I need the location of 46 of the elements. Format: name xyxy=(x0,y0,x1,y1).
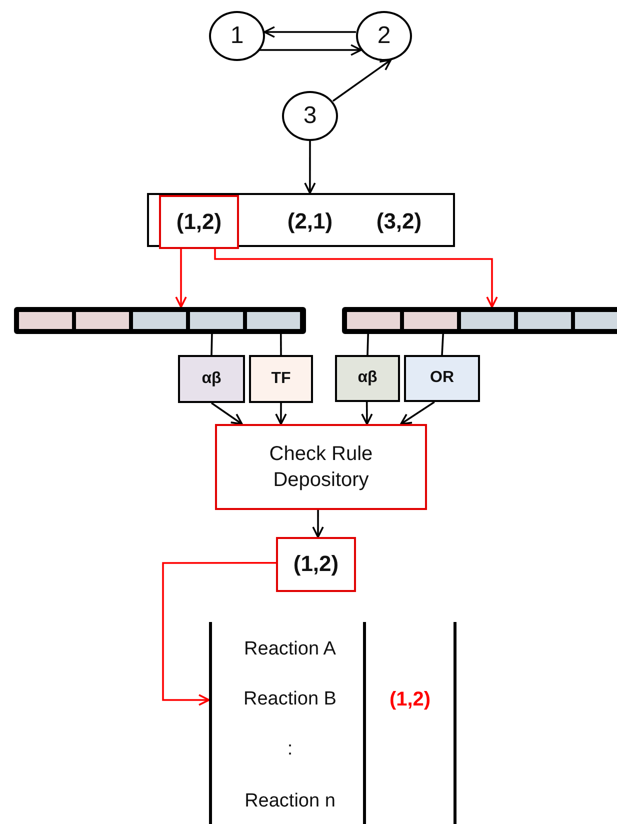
arrow xyxy=(214,247,498,308)
node-label: 3 xyxy=(303,101,317,132)
node-label: αβ xyxy=(358,368,378,388)
table-entry: (1,2) xyxy=(389,688,431,712)
node-label: (3,2) xyxy=(376,208,422,236)
connector-line xyxy=(280,334,282,355)
arrow xyxy=(304,141,316,194)
node-label: 1 xyxy=(230,21,244,52)
highlighted-pair-box xyxy=(159,195,239,249)
result-pair-box xyxy=(276,537,356,592)
arrow xyxy=(312,510,324,538)
node-label: TF xyxy=(271,368,291,389)
process-box xyxy=(215,424,427,510)
connector-line xyxy=(441,334,444,356)
node-label: Check Rule Depository xyxy=(268,442,374,493)
arrow xyxy=(332,59,392,102)
arrow xyxy=(210,402,243,425)
node-label: Reaction A xyxy=(244,638,336,662)
data-bar xyxy=(342,307,617,334)
graph-node-circle xyxy=(282,91,338,141)
node-label: (2,1) xyxy=(287,208,333,236)
arrow xyxy=(264,26,356,38)
attribute-box xyxy=(178,355,245,403)
arrow xyxy=(162,562,276,706)
arrow xyxy=(275,403,287,425)
connector-line xyxy=(366,334,369,356)
edge-list-box xyxy=(147,193,455,247)
graph-node-circle xyxy=(356,11,412,61)
arrow xyxy=(400,401,435,425)
data-bar xyxy=(14,307,306,334)
node-label: : xyxy=(287,738,293,762)
arrow xyxy=(361,402,373,425)
node-label: αβ xyxy=(202,368,222,389)
attribute-box xyxy=(404,355,480,402)
reaction-column xyxy=(209,622,366,824)
node-label: Reaction n xyxy=(244,790,336,814)
attribute-box xyxy=(335,355,400,402)
node-label: 2 xyxy=(377,21,391,52)
connector-line xyxy=(210,334,213,356)
node-label: Reaction B xyxy=(244,688,336,712)
node-label: (1,2) xyxy=(293,550,339,578)
node-label: OR xyxy=(430,368,454,388)
arrow xyxy=(175,247,187,308)
attribute-box xyxy=(249,355,313,403)
arrow xyxy=(258,44,362,56)
node-label: (1,2) xyxy=(176,208,222,236)
